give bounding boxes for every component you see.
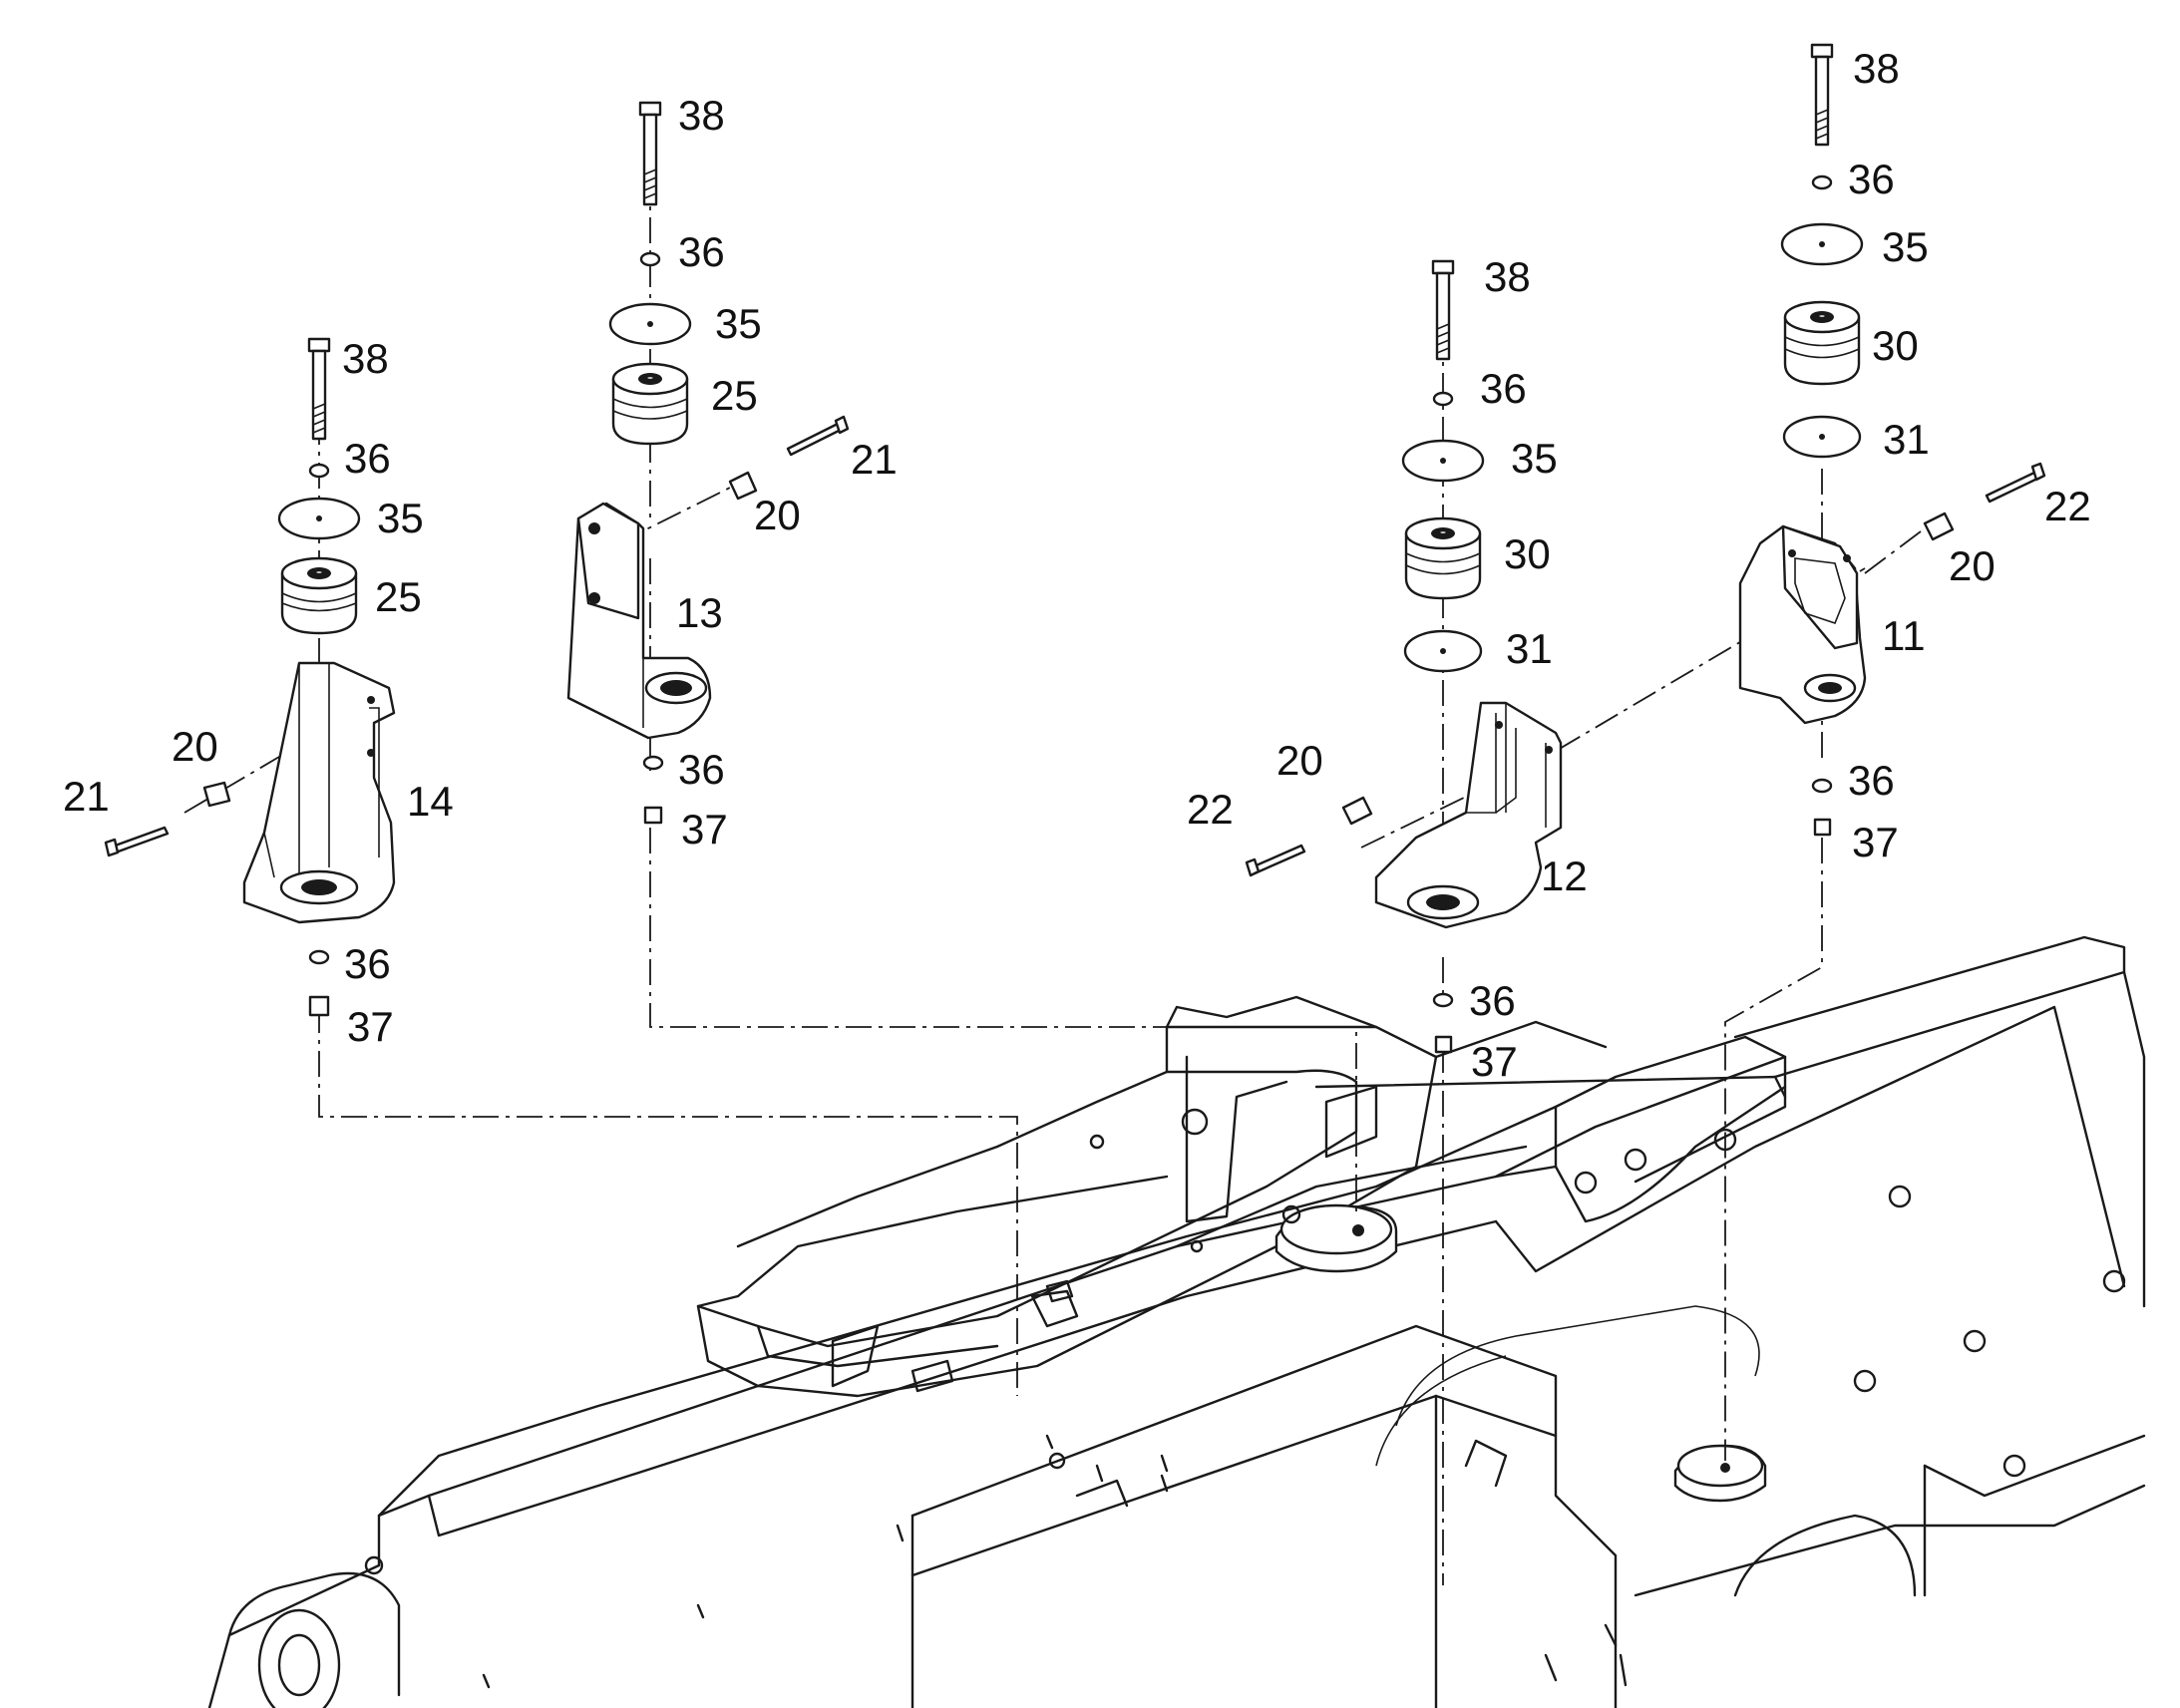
callout-36: 36 bbox=[1469, 977, 1516, 1024]
bracket-11 bbox=[1738, 524, 1867, 725]
callout-35: 35 bbox=[1882, 223, 1929, 270]
callout-21: 21 bbox=[851, 436, 898, 483]
callout-36: 36 bbox=[678, 746, 725, 793]
bolt-38-a bbox=[307, 337, 331, 441]
callout-31: 31 bbox=[1506, 625, 1553, 672]
callout-22: 22 bbox=[1187, 786, 1234, 833]
bracket-14 bbox=[242, 661, 396, 924]
callout-36: 36 bbox=[678, 228, 725, 275]
callout-11: 11 bbox=[1882, 612, 1926, 659]
callout-21: 21 bbox=[63, 773, 110, 820]
callout-20: 20 bbox=[1949, 542, 1996, 589]
mount-assembly-c bbox=[1245, 259, 1563, 1054]
centerlines bbox=[183, 130, 1926, 1585]
callout-25: 25 bbox=[375, 573, 422, 620]
callout-36: 36 bbox=[344, 940, 391, 987]
callout-20: 20 bbox=[172, 723, 218, 770]
callout-37: 37 bbox=[1852, 819, 1899, 865]
callout-30: 30 bbox=[1504, 530, 1551, 577]
callout-20: 20 bbox=[754, 492, 801, 538]
callout-38: 38 bbox=[1484, 253, 1531, 300]
callout-30: 30 bbox=[1872, 322, 1919, 369]
rubber-mount-25-b bbox=[611, 362, 689, 446]
callout-35: 35 bbox=[377, 495, 424, 541]
rubber-mount-30-d bbox=[1783, 300, 1861, 386]
callout-13: 13 bbox=[676, 589, 723, 636]
mount-assembly-d bbox=[1738, 43, 2046, 837]
base-frame bbox=[207, 935, 2146, 1708]
callout-20: 20 bbox=[1276, 737, 1323, 784]
callout-35: 35 bbox=[715, 300, 762, 347]
mount-assembly-b bbox=[566, 101, 850, 825]
callout-38: 38 bbox=[342, 335, 389, 382]
callout-36: 36 bbox=[1848, 757, 1895, 804]
callout-31: 31 bbox=[1883, 416, 1930, 463]
callout-38: 38 bbox=[1853, 45, 1900, 92]
callout-38: 38 bbox=[678, 92, 725, 139]
callout-labels: 38 36 35 25 20 21 14 36 37 38 36 35 25 2… bbox=[63, 45, 2091, 1085]
rubber-mount-30-c bbox=[1404, 516, 1482, 600]
callout-25: 25 bbox=[711, 372, 758, 419]
callout-35: 35 bbox=[1511, 435, 1558, 482]
callout-36: 36 bbox=[344, 435, 391, 482]
callout-36: 36 bbox=[1848, 156, 1895, 202]
bracket-13 bbox=[566, 502, 712, 740]
mount-assembly-a bbox=[104, 337, 396, 1017]
callout-36: 36 bbox=[1480, 365, 1527, 412]
callout-14: 14 bbox=[407, 778, 454, 825]
callout-37: 37 bbox=[1471, 1038, 1518, 1085]
bracket-12 bbox=[1374, 701, 1563, 929]
rubber-mount-25-a bbox=[280, 556, 358, 635]
callout-22: 22 bbox=[2044, 483, 2091, 529]
callout-12: 12 bbox=[1541, 853, 1588, 899]
callout-37: 37 bbox=[347, 1003, 394, 1050]
callout-37: 37 bbox=[681, 806, 728, 853]
